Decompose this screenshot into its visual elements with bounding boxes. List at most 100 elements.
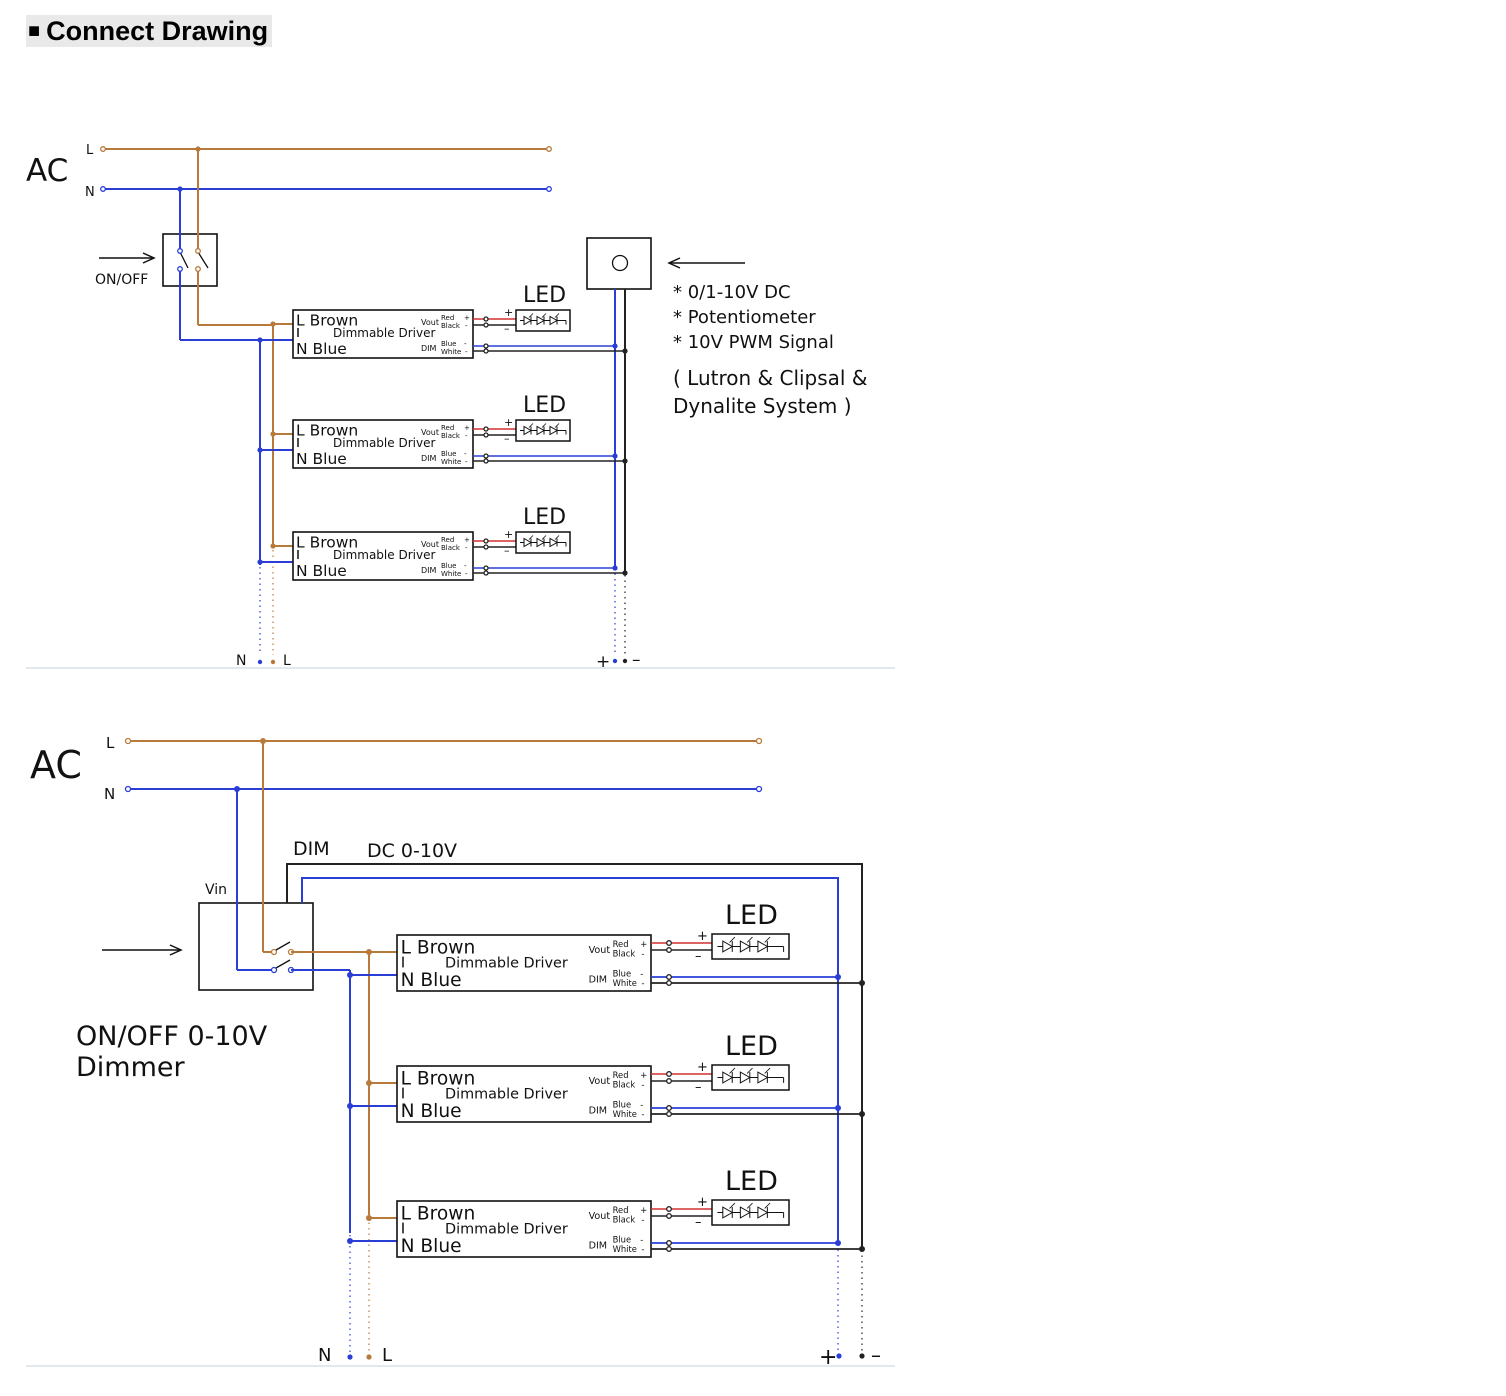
driver-name-label: Dimmable Driver: [333, 436, 435, 450]
bottom-n-label: N: [236, 653, 246, 669]
bottom-l-label: L: [382, 1345, 392, 1366]
driver-blue-wire-label: Blue: [613, 1235, 632, 1245]
dim-terminal: [666, 974, 672, 980]
driver-white-wire-label: White: [613, 1109, 637, 1119]
led-label: LED: [523, 393, 566, 418]
driver-brown-label: L Brown: [401, 1069, 476, 1090]
switch-blade: [197, 251, 209, 269]
driver-brown-label: L Brown: [401, 1204, 476, 1225]
diode-emit-ray: [764, 936, 771, 943]
driver-dim-label: DIM: [421, 344, 437, 353]
dim-terminal: [666, 1111, 672, 1117]
driver-minus-label: -: [640, 1235, 643, 1245]
mains-live-terminal: [546, 146, 552, 152]
vin-label: Vin: [205, 882, 227, 898]
switch-arrow-head: [142, 252, 156, 264]
square-bullet-icon: ■: [28, 20, 41, 42]
driver-vout-label: Vout: [589, 1076, 611, 1087]
led-label: LED: [523, 283, 566, 308]
driver-red-label: Red: [441, 536, 454, 544]
driver-white-wire-label: White: [613, 978, 637, 988]
driver-brown-label: L Brown: [401, 938, 476, 959]
diode-icon: [523, 315, 533, 326]
signal-note: * Potentiometer: [673, 307, 816, 328]
driver-blue-label: N Blue: [296, 340, 347, 358]
driver-vout-label: Vout: [421, 540, 439, 549]
diode-emit-ray: [729, 936, 736, 943]
driver-box: [292, 531, 474, 581]
output-terminal: [666, 940, 672, 946]
led-plus-sign: +: [697, 1195, 708, 1210]
led-plus-sign: +: [697, 929, 708, 944]
diode-icon: [722, 1206, 734, 1219]
diode-icon: [757, 1206, 769, 1219]
live-tap-junction: [270, 543, 276, 549]
output-terminal: [483, 426, 489, 432]
dim-plus-loop: [301, 877, 839, 1242]
driver-dim-label: DIM: [589, 1241, 608, 1252]
diode-icon: [523, 537, 533, 548]
dim-minus-junction: [859, 980, 865, 986]
mains-live-terminal: [100, 146, 106, 152]
diode-icon: [757, 1071, 769, 1084]
dim-minus-junction: [622, 458, 628, 464]
output-terminal: [483, 538, 489, 544]
live-tap-junction: [270, 321, 276, 327]
diode-emit-ray: [541, 423, 547, 428]
dim-terminal: [483, 458, 489, 464]
driver-dim-label: DIM: [421, 454, 437, 463]
driver-minus-label: -: [640, 969, 643, 979]
potentiometer-knob-icon: [611, 254, 629, 272]
driver-blue-label: N Blue: [401, 1236, 462, 1257]
dim-terminal: [483, 565, 489, 571]
driver-minus-label: -: [641, 949, 644, 959]
driver-minus-label: -: [464, 450, 467, 458]
diode-emit-ray: [554, 313, 560, 318]
driver-plus-label: +: [464, 536, 470, 544]
driver-white-wire-label: White: [441, 570, 461, 578]
driver-red-label: Red: [613, 939, 629, 949]
driver-name-label: Dimmable Driver: [333, 548, 435, 562]
output-terminal: [483, 316, 489, 322]
output-terminal: [666, 1071, 672, 1077]
driver-minus-label: -: [465, 458, 468, 466]
live-tap-junction: [366, 949, 372, 955]
driver-vout-label: Vout: [589, 1211, 611, 1222]
driver-vout-label: Vout: [421, 318, 439, 327]
diode-emit-ray: [528, 313, 534, 318]
diode-emit-ray: [764, 1067, 771, 1074]
driver-red-label: Red: [441, 314, 454, 322]
driver-blue-wire-label: Blue: [441, 340, 457, 348]
controller-arrow-head: [667, 257, 681, 269]
ac-l-label: L: [106, 734, 115, 752]
diode-icon: [739, 1071, 751, 1084]
output-terminal: [666, 1213, 672, 1219]
led-plus-sign: +: [504, 306, 513, 319]
switch-contact: [177, 266, 183, 272]
diode-icon: [523, 425, 533, 436]
led-minus-sign: –: [504, 322, 510, 335]
diode-icon: [536, 425, 546, 436]
driver-plus-label: +: [640, 1205, 647, 1215]
driver-black-label: Black: [441, 432, 461, 440]
driver-dim-label: DIM: [589, 975, 608, 986]
driver-blue-wire-label: Blue: [441, 450, 457, 458]
output-terminal: [483, 544, 489, 550]
dim-plus-junction: [612, 343, 618, 349]
ac-label: AC: [26, 153, 68, 189]
ac-l-label: L: [86, 143, 94, 158]
mains-live-terminal: [755, 737, 763, 745]
bottom-minus-label: –: [871, 1343, 881, 1367]
bottom-l-terminal: [270, 659, 276, 665]
driver-brown-label: L Brown: [296, 312, 358, 330]
driver-name-label: Dimmable Driver: [333, 326, 435, 340]
neutral-tap-junction: [257, 559, 263, 565]
driver-box: [396, 1200, 652, 1258]
diode-emit-ray: [554, 535, 560, 540]
led-plus-sign: +: [504, 416, 513, 429]
driver-box: [396, 934, 652, 992]
live-tap-junction: [366, 1215, 372, 1221]
dim-terminal: [483, 343, 489, 349]
driver-black-label: Black: [441, 322, 461, 330]
